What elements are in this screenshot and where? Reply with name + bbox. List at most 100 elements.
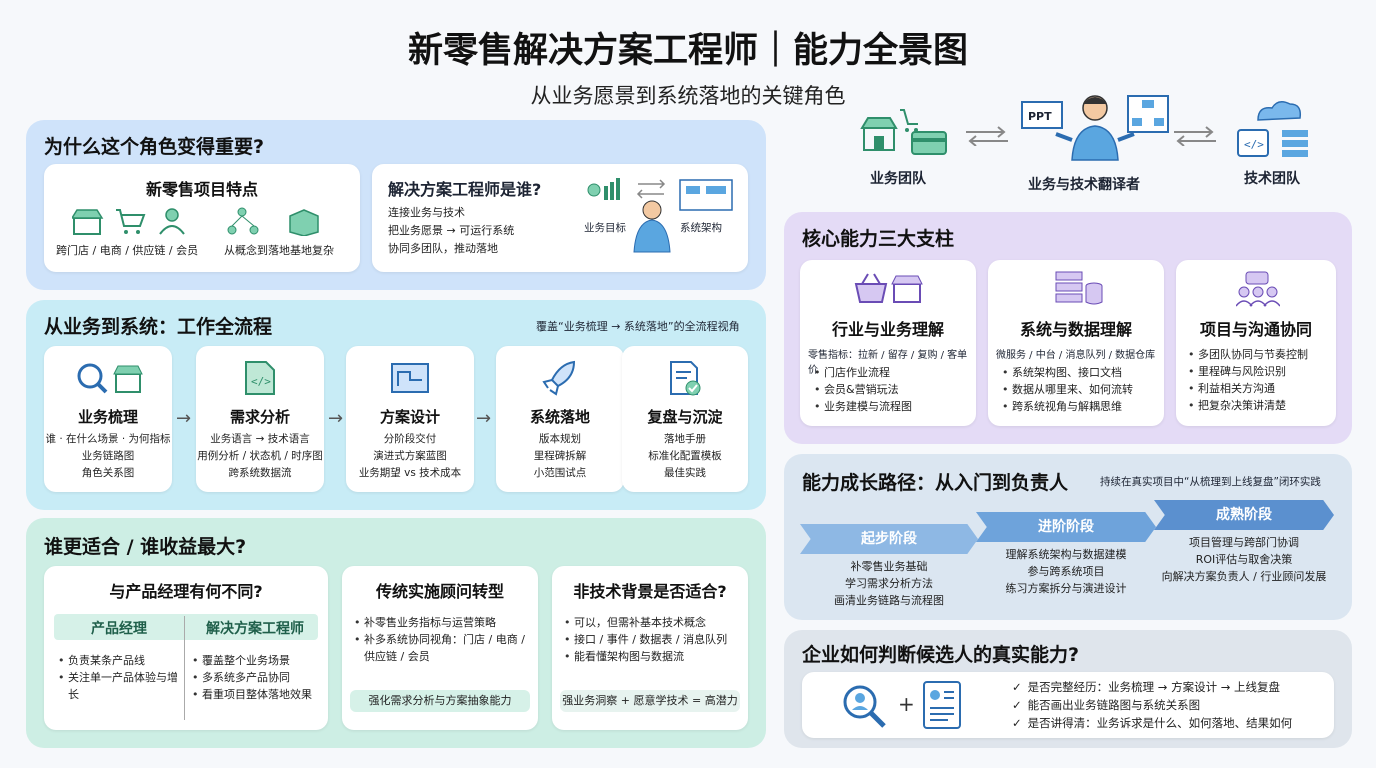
pillar-industry-list: 门店作业流程 会员&营销玩法 业务建模与流程图 xyxy=(814,364,912,415)
pillar-system-list: 系统架构图、接口文档 数据从哪里来、如何流转 跨系统视角与解耦思维 xyxy=(1002,364,1133,415)
nontech-card: 非技术背景是否适合? 可以，但需补基本技术概念 接口 / 事件 / 数据表 / … xyxy=(552,566,748,730)
pillar-system-item: 数据从哪里来、如何流转 xyxy=(1002,381,1133,398)
flow-step-2-name: 需求分析 xyxy=(229,408,290,426)
pillar-project-item: 多团队协同与节奏控制 xyxy=(1188,346,1308,363)
pillar-system-item: 跨系统视角与解耦思维 xyxy=(1002,398,1133,415)
page-subtitle: 从业务愿景到系统落地的关键角色 xyxy=(530,84,846,108)
who-card: 解决方案工程师是谁? 连接业务与技术 把业务愿景 → 可运行系统 协同多团队，推… xyxy=(372,164,748,272)
who-line-2: 把业务愿景 → 可运行系统 xyxy=(388,224,515,237)
flow-step-1: 业务梳理 谁 · 在什么场景 · 为何指标业务链路图角色关系图 xyxy=(44,346,172,492)
growth-panel: 能力成长路径：从入门到负责人 持续在真实项目中“从梳理到上线复盘”闭环实践 起步… xyxy=(784,454,1352,620)
nontech-list: 可以，但需补基本技术概念 接口 / 事件 / 数据表 / 消息队列 能看懂架构图… xyxy=(564,614,744,665)
judge-panel: 企业如何判断候选人的真实能力? + ✓是否完整经历：业务梳理 → 方案设计 → … xyxy=(784,630,1352,748)
flow-step-3-name: 方案设计 xyxy=(379,408,440,426)
card-icon xyxy=(911,131,947,155)
flow-arrow-icon: → xyxy=(476,408,492,429)
compare-right-item: 多系统多产品协同 xyxy=(192,669,324,686)
why-panel: 为什么这个角色变得重要? 新零售项目特点 跨门店 / 电商 / 供应链 / 会员… xyxy=(26,120,766,290)
flow-step-3-line: 演进式方案蓝图 xyxy=(373,450,447,462)
compare-right-list: 覆盖整个业务场景 多系统多产品协同 看重项目整体落地效果 xyxy=(192,652,324,703)
pillar-project-item: 里程碑与风险识别 xyxy=(1188,363,1308,380)
box-icon xyxy=(289,209,319,237)
pillar-industry-item: 业务建模与流程图 xyxy=(814,398,912,415)
flow-step-4: 系统落地 版本规划里程碑拆解小范围试点 xyxy=(496,346,624,492)
judge-item: ✓ 能否画出业务链路图与系统关系图 xyxy=(1012,696,1292,714)
nontech-item: 接口 / 事件 / 数据表 / 消息队列 xyxy=(564,631,744,648)
swap-arrows-icon-2 xyxy=(1174,126,1216,146)
pillar-system-title: 系统与数据理解 xyxy=(1019,320,1132,339)
member-icon xyxy=(159,208,185,235)
who-label-right: 系统架构 xyxy=(680,222,722,234)
consultant-title: 传统实施顾问转型 xyxy=(375,582,504,601)
cart-icon xyxy=(116,209,146,234)
team-chat-icon xyxy=(1236,271,1280,307)
code-document-icon: </> xyxy=(245,361,275,395)
board-text: PPT xyxy=(1028,110,1052,123)
flow-panel: 从业务到系统：工作全流程 覆盖“业务梳理 → 系统落地”的全流程视角 业务梳理 … xyxy=(26,300,766,510)
flow-step-5-line: 标准化配置模板 xyxy=(648,450,722,462)
who-label-left: 业务目标 xyxy=(584,222,626,234)
pillar-industry-head: 零售指标：拉新 / 留存 / 复购 / 客单价 xyxy=(808,350,968,376)
growth-title: 能力成长路径：从入门到负责人 xyxy=(802,472,1069,494)
flow-step-4-line: 小范围试点 xyxy=(533,467,587,479)
compare-right-item: 覆盖整个业务场景 xyxy=(192,652,324,669)
hero-illustration: 业务团队 PPT 业务与技术翻译者 </> 技术团队 xyxy=(840,95,1340,196)
fit-panel: 谁更适合 / 谁收益最大? 与产品经理有何不同? 产品经理 解决方案工程师 负责… xyxy=(26,518,766,748)
retail-caption-left: 跨门店 / 电商 / 供应链 / 会员 xyxy=(56,244,199,257)
nontech-title: 非技术背景是否适合? xyxy=(573,582,727,601)
pillar-project-item: 利益相关方沟通 xyxy=(1188,380,1308,397)
judge-checklist: ✓ 是否完整经历：业务梳理 → 方案设计 → 上线复盘 ✓ 能否画出业务链路图与系统… xyxy=(1012,678,1292,732)
stage-line: 补零售业务基础 xyxy=(850,560,928,573)
compare-left-item: 关注单一产品体验与增长 xyxy=(58,669,178,703)
basket-store-icon xyxy=(854,273,923,303)
compare-left-item: 负责某条产品线 xyxy=(58,652,178,669)
retail-caption-right: 从概念到落地基地复杂 xyxy=(224,244,334,257)
flow-step-2-line: 跨系统数据流 xyxy=(228,467,292,479)
pillar-card-industry: 行业与业务理解 零售指标：拉新 / 留存 / 复购 / 客单价 门店作业流程 会… xyxy=(800,260,976,426)
stage-3-arrow: 成熟阶段 xyxy=(1154,500,1334,530)
flow-step-5-name: 复盘与沉淀 xyxy=(647,408,723,426)
flow-step-5-line: 落地手册 xyxy=(664,433,706,445)
translator-person-icon: PPT xyxy=(1021,95,1169,161)
flow-step-4-name: 系统落地 xyxy=(529,408,590,426)
flow-step-3-line: 业务期望 vs 技术成本 xyxy=(358,467,462,479)
judge-item-text: 能否画出业务链路图与系统关系图 xyxy=(1027,698,1201,712)
retail-features-card: 新零售项目特点 跨门店 / 电商 / 供应链 / 会员 从概念到落地基地复杂 xyxy=(44,164,360,272)
flow-step-5-line: 最佳实践 xyxy=(664,467,706,479)
cloud-code-server-icon: </> xyxy=(1237,101,1308,157)
resume-icon xyxy=(923,681,961,729)
flow-arrow-icon: → xyxy=(328,408,344,429)
consultant-item: 补多系统协同视角：门店 / 电商 / 供应链 / 会员 xyxy=(354,631,532,665)
judge-item-text: 是否完整经历：业务梳理 → 方案设计 → 上线复盘 xyxy=(1027,680,1281,694)
flow-step-2-line: 用例分析 / 状态机 / 时序图 xyxy=(197,450,323,462)
stage-line: 项目管理与跨部门协调 xyxy=(1189,536,1299,549)
consultant-item: 补零售业务指标与运营策略 xyxy=(354,614,532,631)
rocket-icon xyxy=(542,360,576,396)
flow-step-1-line: 谁 · 在什么场景 · 为何指标 xyxy=(45,433,171,445)
stage-line: 参与跨系统项目 xyxy=(1027,565,1105,578)
judge-item: ✓是否讲得清：业务诉求是什么、如何落地、结果如何 xyxy=(1012,714,1292,732)
swap-arrows-icon xyxy=(966,126,1008,146)
flow-step-3-line: 分阶段交付 xyxy=(383,433,437,445)
flow-step-4-line: 版本规划 xyxy=(539,433,581,445)
stage-line: 向解决方案负责人 / 行业顾问发展 xyxy=(1161,570,1327,583)
flow-step-5: 复盘与沉淀 落地手册标准化配置模板最佳实践 xyxy=(622,346,748,492)
flow-step-2: </> 需求分析 业务语言 → 技术语言用例分析 / 状态机 / 时序图跨系统数… xyxy=(196,346,324,492)
nontech-pill: 强业务洞察 + 愿意学技术 = 高潜力 xyxy=(560,690,740,712)
svg-text:</>: </> xyxy=(1244,138,1264,151)
pillar-system-item: 系统架构图、接口文档 xyxy=(1002,364,1133,381)
compare-col-right: 解决方案工程师 xyxy=(206,621,304,637)
retail-features-title: 新零售项目特点 xyxy=(145,180,258,199)
check-icon: ✓ xyxy=(1012,698,1022,712)
consultant-card: 传统实施顾问转型 补零售业务指标与运营策略 补多系统协同视角：门店 / 电商 /… xyxy=(342,566,538,730)
stage-line: 练习方案拆分与演进设计 xyxy=(1005,582,1127,595)
check-icon: ✓ xyxy=(1012,680,1022,694)
consultant-pill: 强化需求分析与方案抽象能力 xyxy=(350,690,530,712)
growth-note: 持续在真实项目中“从梳理到上线复盘”闭环实践 xyxy=(1100,476,1321,488)
flow-step-4-line: 里程碑拆解 xyxy=(533,450,587,462)
bridge-person-icon xyxy=(587,178,733,253)
network-icon xyxy=(227,207,259,235)
consultant-list: 补零售业务指标与运营策略 补多系统协同视角：门店 / 电商 / 供应链 / 会员 xyxy=(354,614,532,665)
judge-card: + ✓是否完整经历：业务梳理 → 方案设计 → 上线复盘 ✓能否画出业务链路图与… xyxy=(802,672,1334,738)
flow-note: 覆盖“业务梳理 → 系统落地”的全流程视角 xyxy=(536,320,740,333)
